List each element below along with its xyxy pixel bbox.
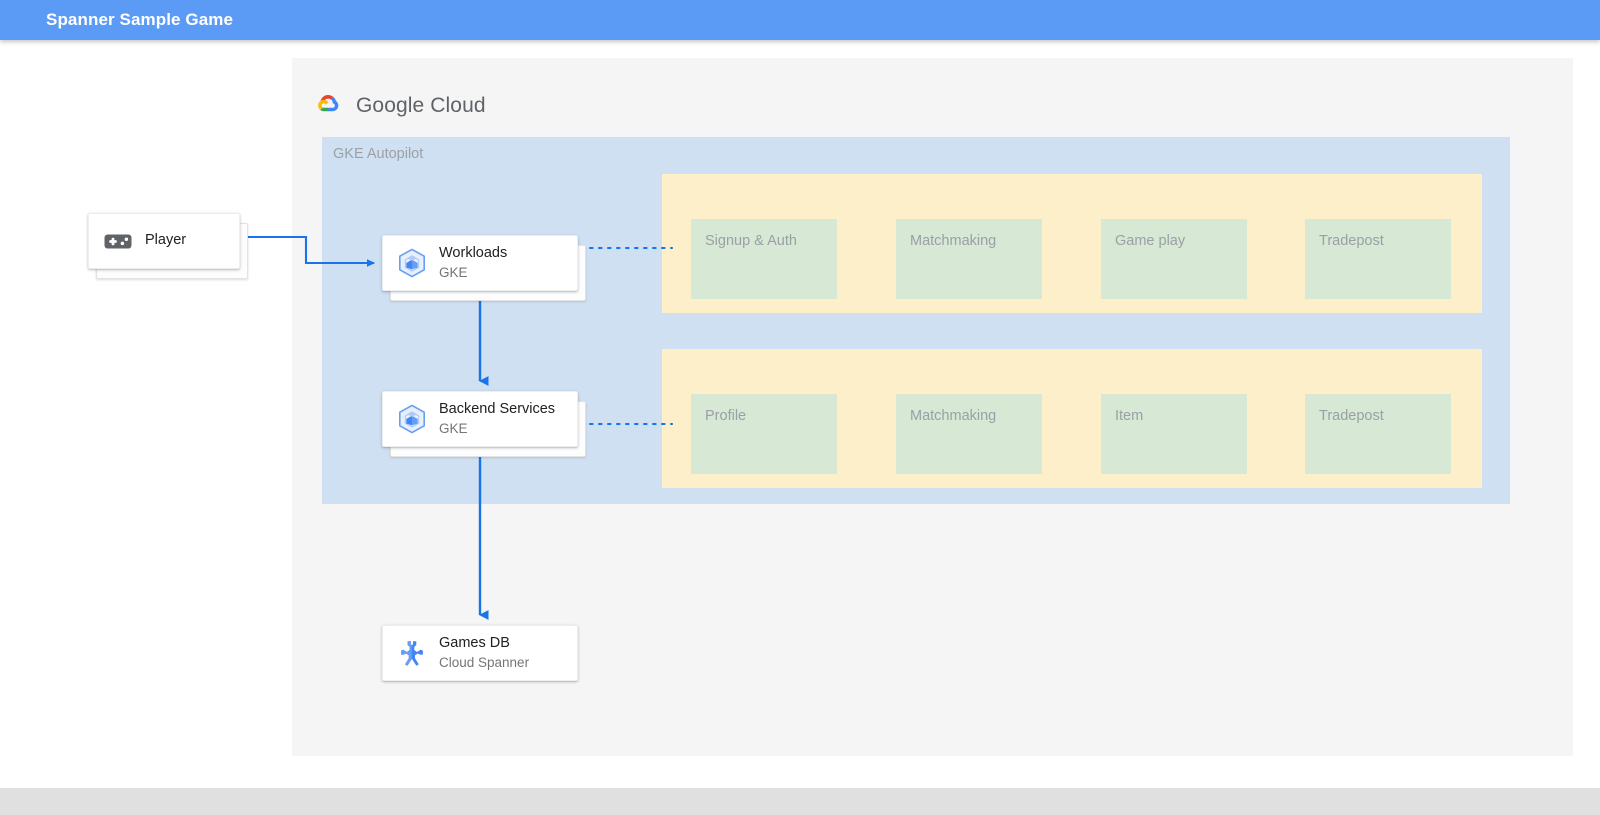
node-backend-services[interactable]: Backend Services GKE [382,391,586,457]
gke-autopilot-label: GKE Autopilot [333,146,424,162]
service-box-label: Profile [705,408,747,424]
node-card[interactable]: Workloads GKE [382,235,578,291]
google-cloud-panel: Google Cloud GKE Autopilot Signup & Auth… [292,58,1573,756]
node-card[interactable]: Player [88,213,240,269]
diagram-canvas: Google Cloud GKE Autopilot Signup & Auth… [0,40,1600,775]
workloads-services-row: Signup & Auth Matchmaking Game play Trad… [662,174,1482,313]
service-box-label: Matchmaking [910,233,997,249]
service-box-signup-auth[interactable]: Signup & Auth [691,219,837,299]
google-cloud-logo-icon [318,95,339,112]
app-title: Spanner Sample Game [46,10,234,29]
service-box-profile[interactable]: Profile [691,394,837,474]
backend-services-row: Profile Matchmaking Item Tradepost [662,349,1482,488]
service-box-label: Tradepost [1319,408,1384,424]
gamepad-icon [104,234,132,249]
footer-bar [0,788,1600,815]
google-cloud-wordmark: Google Cloud [356,94,486,118]
node-title: Games DB [439,635,510,652]
cloud-spanner-icon [401,641,423,666]
node-text: Player [145,231,186,251]
gke-icon [399,248,425,278]
node-player[interactable]: Player [88,213,248,279]
service-box-matchmaking-backend[interactable]: Matchmaking [896,394,1042,474]
node-games-db[interactable]: Games DB Cloud Spanner [382,625,578,681]
node-subtitle: GKE [439,420,468,436]
service-box-game-play[interactable]: Game play [1101,219,1247,299]
service-box-label: Item [1115,408,1144,424]
node-subtitle: Cloud Spanner [439,654,530,670]
google-cloud-branding: Google Cloud [311,89,486,123]
wordmark-cloud: Cloud [430,94,486,117]
app-bar: Spanner Sample Game [0,0,1600,40]
node-title: Backend Services [439,401,556,418]
service-box-label: Game play [1115,233,1186,249]
node-subtitle: GKE [439,264,468,280]
node-text: Backend Services GKE [439,400,555,438]
gke-autopilot-region: GKE Autopilot Signup & Auth Matchmaking … [322,137,1510,504]
gke-icon [399,404,425,434]
service-box-label: Signup & Auth [705,233,797,249]
node-text: Workloads GKE [439,244,507,282]
node-title: Workloads [439,245,508,262]
service-box-label: Matchmaking [910,408,997,424]
node-text: Games DB Cloud Spanner [439,634,529,672]
service-box-label: Tradepost [1319,233,1384,249]
node-card[interactable]: Games DB Cloud Spanner [382,625,578,681]
node-workloads[interactable]: Workloads GKE [382,235,586,301]
node-card[interactable]: Backend Services GKE [382,391,578,447]
service-box-matchmaking[interactable]: Matchmaking [896,219,1042,299]
wordmark-google: Google [356,94,425,117]
node-title: Player [145,232,187,249]
service-box-tradepost[interactable]: Tradepost [1305,219,1451,299]
service-box-item[interactable]: Item [1101,394,1247,474]
service-box-tradepost-backend[interactable]: Tradepost [1305,394,1451,474]
